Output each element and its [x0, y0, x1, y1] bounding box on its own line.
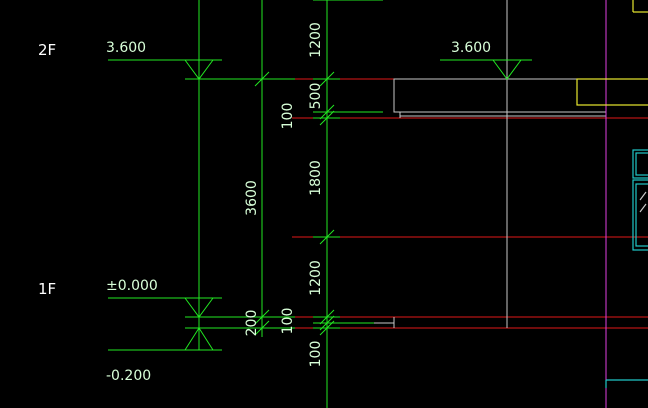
dim-100-upper: 100 — [280, 103, 296, 130]
dim-500: 500 — [308, 83, 324, 110]
elevation-label-0000: ±0.000 — [106, 278, 158, 294]
elevation-label-minus-0200: -0.200 — [106, 368, 151, 384]
dim-3600: 3600 — [244, 180, 260, 216]
dim-100-bottom: 100 — [308, 341, 324, 368]
elevation-label-3600-left: 3.600 — [106, 40, 146, 56]
dimension-lines — [108, 0, 532, 408]
floor-label-1f: 1F — [38, 280, 56, 298]
cyan-window — [605, 149, 648, 388]
dim-1200-top: 1200 — [308, 22, 324, 58]
yellow-element — [576, 0, 648, 106]
dim-1200-bottom: 1200 — [308, 260, 324, 296]
dim-100-lower: 100 — [280, 308, 296, 335]
dim-200: 200 — [244, 310, 260, 337]
floor-label-2f: 2F — [38, 41, 56, 59]
elevation-label-3600-right: 3.600 — [451, 40, 491, 56]
dim-1800: 1800 — [308, 160, 324, 196]
beam-outline — [393, 78, 607, 113]
